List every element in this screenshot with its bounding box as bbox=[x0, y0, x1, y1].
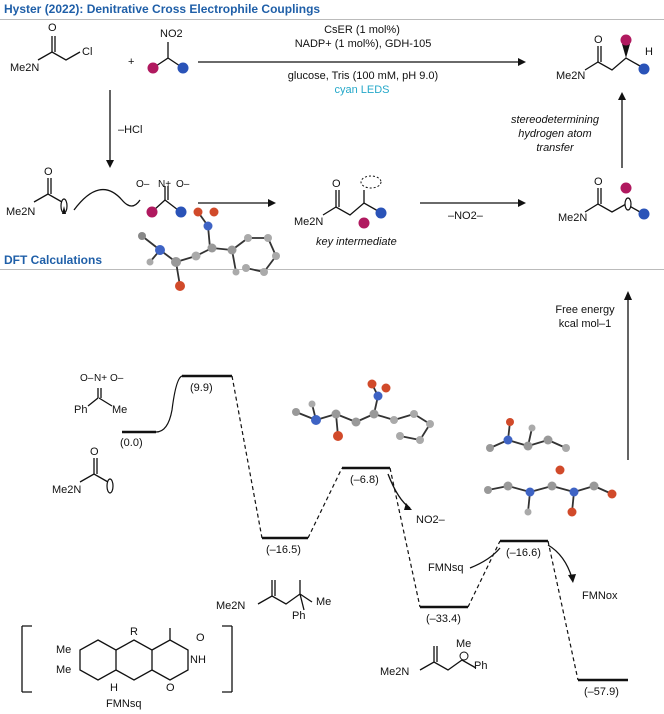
ts3-model bbox=[487, 421, 613, 513]
energy-ts2: (–6.8) bbox=[350, 474, 379, 486]
int-ph-label: Ph bbox=[292, 610, 306, 622]
radical-row2 bbox=[33, 178, 141, 214]
ts3-atoms bbox=[484, 418, 617, 517]
nitronate-row2 bbox=[146, 186, 187, 218]
no2-minus-label: NO2– bbox=[416, 514, 445, 526]
axis-label-2: kcal mol–1 bbox=[558, 318, 612, 330]
energy-prod: (–57.9) bbox=[584, 686, 619, 698]
key-intermediate-label: key intermediate bbox=[316, 236, 397, 248]
nitronate-o1-label: O– bbox=[80, 373, 94, 384]
me2n-label-1: Me2N bbox=[10, 62, 40, 74]
ts1-atoms bbox=[138, 207, 280, 291]
me2n-label-product: Me2N bbox=[556, 70, 586, 82]
me2n-label-2: Me2N bbox=[6, 206, 36, 218]
divider-dft bbox=[0, 269, 664, 270]
energy-int2: (–33.4) bbox=[426, 613, 461, 625]
flavin-me1: Me bbox=[56, 644, 72, 656]
minus-no2-label: –NO2– bbox=[448, 210, 483, 222]
fmn-ox-label: FMNox bbox=[582, 590, 618, 602]
divider-top bbox=[0, 19, 664, 20]
nitronate-n: N+ bbox=[158, 179, 172, 190]
nitroalkane-skeleton bbox=[147, 42, 189, 74]
dft-title: DFT Calculations bbox=[4, 253, 103, 267]
flavin-o1: O bbox=[196, 632, 205, 644]
reagent-line-3: glucose, Tris (100 mM, pH 9.0) bbox=[287, 70, 439, 82]
nitronate-me-label: Me bbox=[112, 404, 128, 416]
int1-atoms bbox=[292, 379, 434, 444]
prod-ph-label: Ph bbox=[474, 660, 488, 672]
hat-label-1: stereodetermining bbox=[510, 114, 600, 126]
o-label-2: O bbox=[44, 166, 53, 178]
flavin-o2: O bbox=[166, 682, 175, 694]
fmn-sq-label: FMNsq bbox=[428, 562, 464, 574]
plus-sign: + bbox=[128, 56, 135, 68]
int1-model bbox=[295, 383, 431, 441]
nitronate-o2: O– bbox=[176, 179, 190, 190]
energy-0: (0.0) bbox=[120, 437, 143, 449]
o-label-radical: O bbox=[594, 176, 603, 188]
key-intermediate bbox=[322, 175, 387, 229]
chloroacetamide-skeleton bbox=[37, 36, 81, 61]
flavin-label: FMNsq bbox=[106, 698, 142, 710]
me2n-label-radical: Me2N bbox=[558, 212, 588, 224]
nitronate-o1: O– bbox=[136, 179, 150, 190]
radical-right bbox=[584, 182, 650, 220]
energy-ts3: (–16.6) bbox=[506, 547, 541, 559]
me2n-label-key: Me2N bbox=[294, 216, 324, 228]
acyl-me2n-label: Me2N bbox=[52, 484, 82, 496]
o-label-key: O bbox=[332, 178, 341, 190]
product-skeleton bbox=[584, 34, 650, 75]
prod-me2n-label: Me2N bbox=[380, 666, 410, 678]
nitronate-o2-label: O– bbox=[110, 373, 124, 384]
h-label-product: H bbox=[645, 46, 653, 58]
o-label-product: O bbox=[594, 34, 603, 46]
hat-label-2: hydrogen atom bbox=[518, 128, 592, 140]
flavin-nh: NH bbox=[190, 654, 206, 666]
scheme-title: Hyster (2022): Denitrative Cross Electro… bbox=[4, 2, 321, 16]
energy-int1: (–16.5) bbox=[266, 544, 301, 556]
nitronate-n-label: N+ bbox=[94, 373, 108, 384]
int-me-label: Me bbox=[316, 596, 332, 608]
flavin-me2: Me bbox=[56, 664, 72, 676]
flavin-structure bbox=[21, 625, 233, 693]
minus-hcl-label: –HCl bbox=[118, 124, 143, 136]
nitronate-ph-label: Ph bbox=[74, 404, 88, 416]
reagent-line-1: CsER (1 mol%) bbox=[324, 24, 400, 36]
flavin-r: R bbox=[130, 626, 138, 638]
prod-me-label: Me bbox=[456, 638, 472, 650]
acyl-o-label: O bbox=[90, 446, 99, 458]
cl-label: Cl bbox=[82, 46, 93, 58]
energy-ts1: (9.9) bbox=[190, 382, 213, 394]
no2-label: NO2 bbox=[160, 28, 183, 40]
int-me2n-label: Me2N bbox=[216, 600, 246, 612]
o-label-1: O bbox=[48, 22, 57, 34]
reagent-line-4: cyan LEDS bbox=[334, 84, 390, 96]
reagent-line-2: NADP+ (1 mol%), GDH-105 bbox=[294, 38, 432, 50]
axis-label-1: Free energy bbox=[555, 304, 615, 316]
hat-label-3: transfer bbox=[536, 142, 574, 154]
flavin-h: H bbox=[110, 682, 118, 694]
